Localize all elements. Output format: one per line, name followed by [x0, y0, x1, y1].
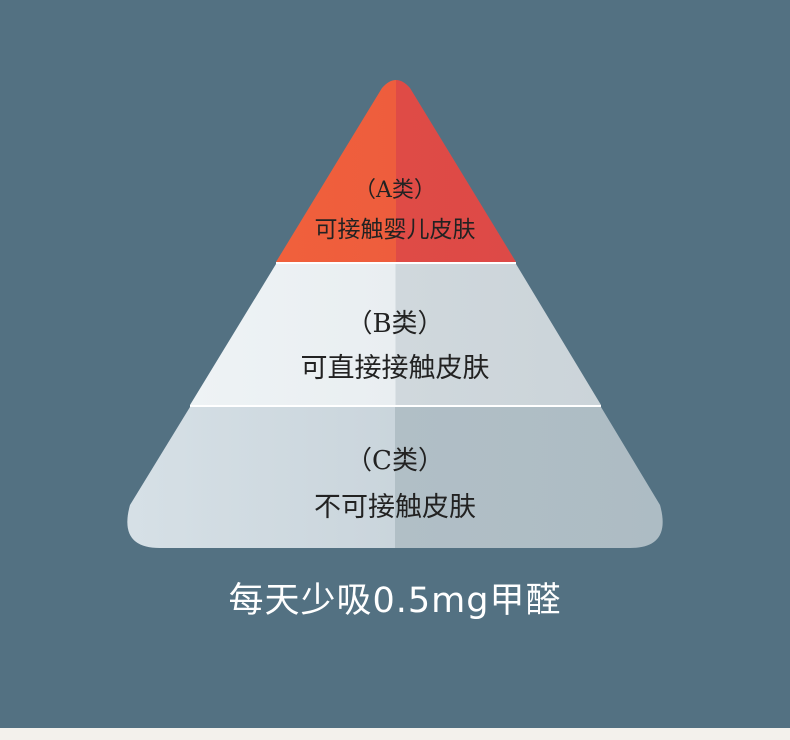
tier-a-class-label: （A类） [354, 178, 436, 203]
caption: 每天少吸0.5mg甲醛 [228, 581, 562, 621]
tier-c-shape [127, 407, 663, 548]
tier-b-shape [190, 264, 601, 405]
tier-a-shape [276, 80, 516, 262]
tier-c-class-label: （C类） [346, 446, 444, 476]
bottom-strip [0, 728, 790, 740]
tier-b-class-label: （B类） [346, 309, 444, 339]
tier-b-description: 可直接接触皮肤 [300, 353, 490, 384]
tier-c-description: 不可接触皮肤 [314, 492, 476, 523]
tier-a-description: 可接触婴儿皮肤 [314, 217, 476, 243]
